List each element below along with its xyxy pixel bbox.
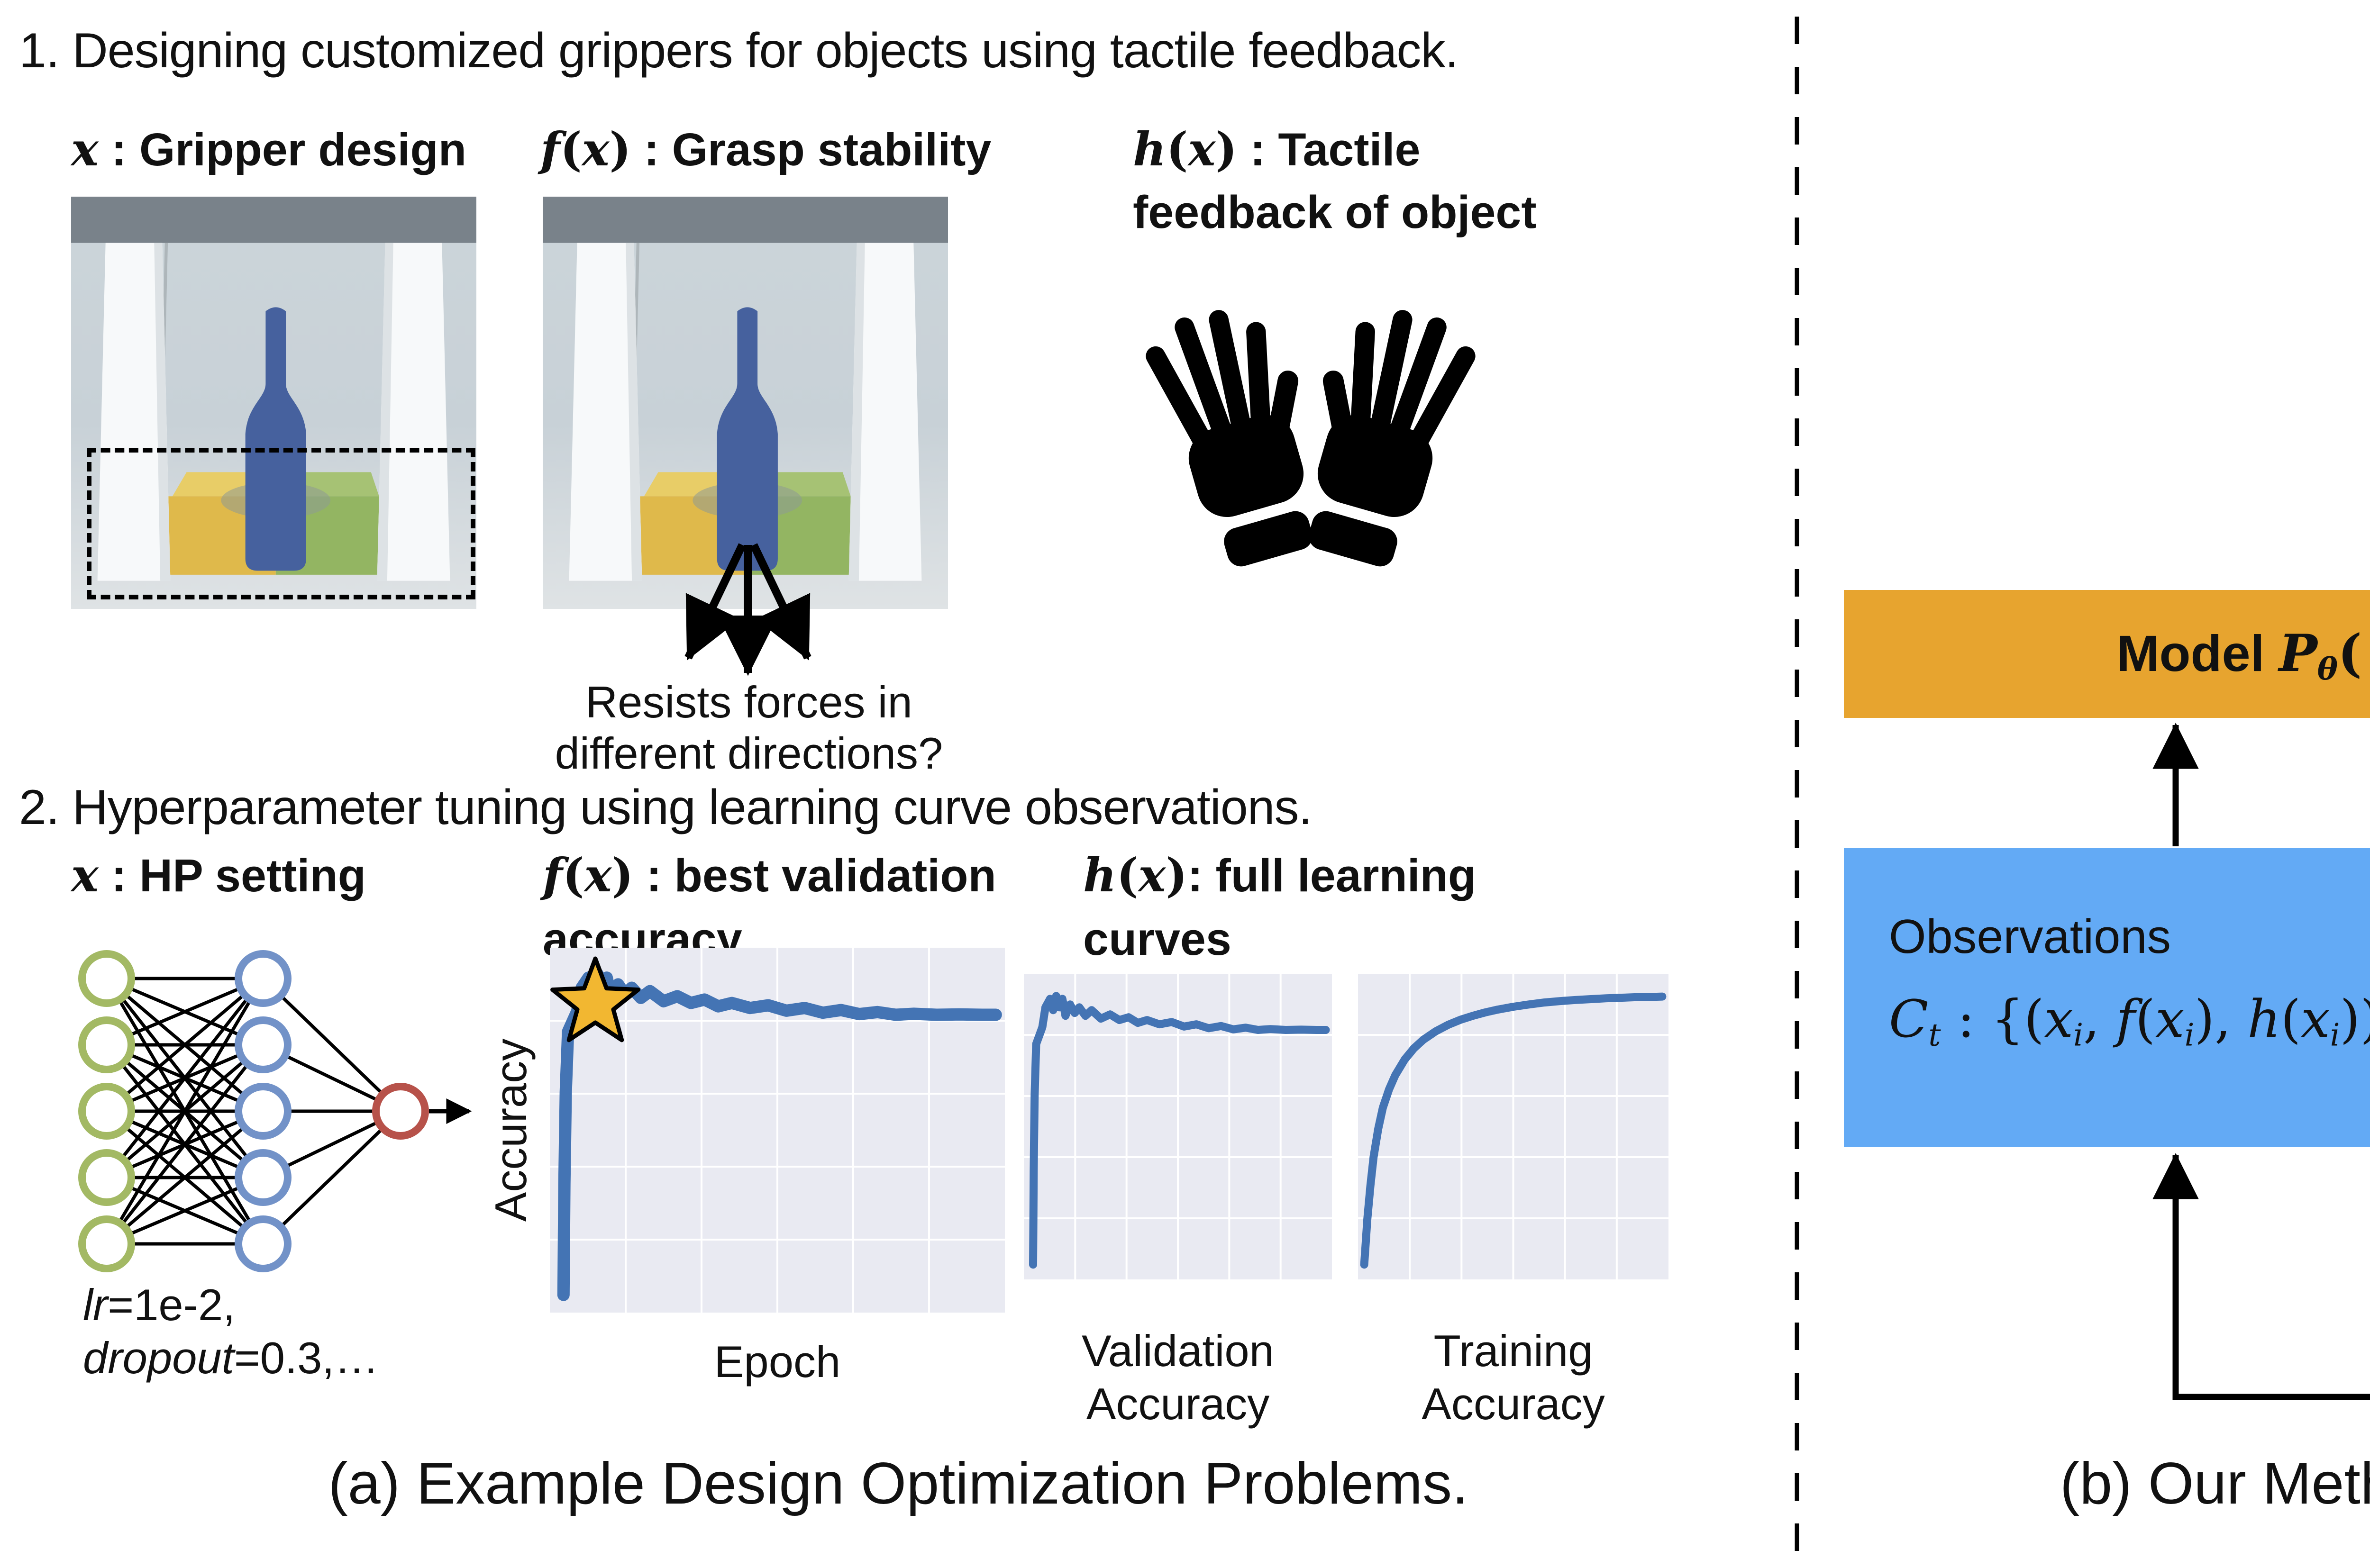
training-accuracy-plot <box>1358 974 1668 1279</box>
hp-example-line2: dropout=0.3,… <box>83 1333 379 1383</box>
validation-caption-line2: Accuracy <box>1086 1379 1270 1429</box>
hp-example-line1: lr=1e-2, <box>83 1280 236 1330</box>
gripper-region-dotted-rect <box>87 448 475 599</box>
section2-title: 2. Hyperparameter tuning using learning … <box>19 780 1312 835</box>
training-plot-caption: Training Accuracy <box>1358 1324 1668 1431</box>
label-full-curves-line2: curves <box>1083 913 1231 965</box>
training-caption-line2: Accuracy <box>1422 1379 1605 1429</box>
model-box: Model Pθ( · | Ct, x) <box>1844 590 2370 718</box>
label-full-curves-line1: h(x): full learning <box>1083 848 1477 902</box>
label-grasp-stability: f(x) : Grasp stability <box>540 122 992 176</box>
label-best-validation-line1: f(x) : best validation <box>543 848 996 902</box>
resists-forces-line2: different directions? <box>555 728 943 778</box>
model-label: Model Pθ( · | Ct, x) <box>2116 624 2370 688</box>
resists-forces-line1: Resists forces in <box>585 677 912 727</box>
validation-caption-line1: Validation <box>1082 1326 1274 1376</box>
resists-forces-text: Resists forces in different directions? <box>512 677 986 779</box>
label-tactile-feedback-line1: h(x) : Tactile <box>1133 122 1421 176</box>
label-hp-setting: x : HP setting <box>71 848 366 902</box>
observations-line1: Observations <box>1889 910 2171 964</box>
label-gripper-design: x : Gripper design <box>71 122 466 176</box>
observations-box: Observations Ct : {(xi, f(xi), h(xi))}ti… <box>1844 848 2370 1147</box>
neural-network-icon <box>78 950 472 1272</box>
best-accuracy-star <box>550 956 640 1042</box>
validation-accuracy-plot <box>1024 974 1332 1279</box>
grasp-stability-image <box>543 197 948 609</box>
section1-title: 1. Designing customized grippers for obj… <box>19 23 1458 78</box>
accuracy-axis-label: Accuracy <box>486 1038 536 1222</box>
hands-icon <box>1146 310 1476 567</box>
label-tactile-feedback-line2: feedback of object <box>1133 186 1537 238</box>
epoch-axis-label: Epoch <box>714 1337 841 1387</box>
observations-line2: Ct : {(xi, f(xi), h(xi))}ti=1 <box>1889 989 2370 1053</box>
validation-plot-caption: Validation Accuracy <box>1024 1324 1332 1431</box>
add-observation-text: Add new observation to context. <box>2176 1298 2370 1353</box>
panel-b-caption: (b) Our Method Performing Design Optimiz… <box>2060 1451 2370 1516</box>
best-validation-plot <box>550 948 1005 1313</box>
training-caption-line1: Training <box>1433 1326 1593 1376</box>
panel-a-caption: (a) Example Design Optimization Problems… <box>328 1451 1468 1516</box>
